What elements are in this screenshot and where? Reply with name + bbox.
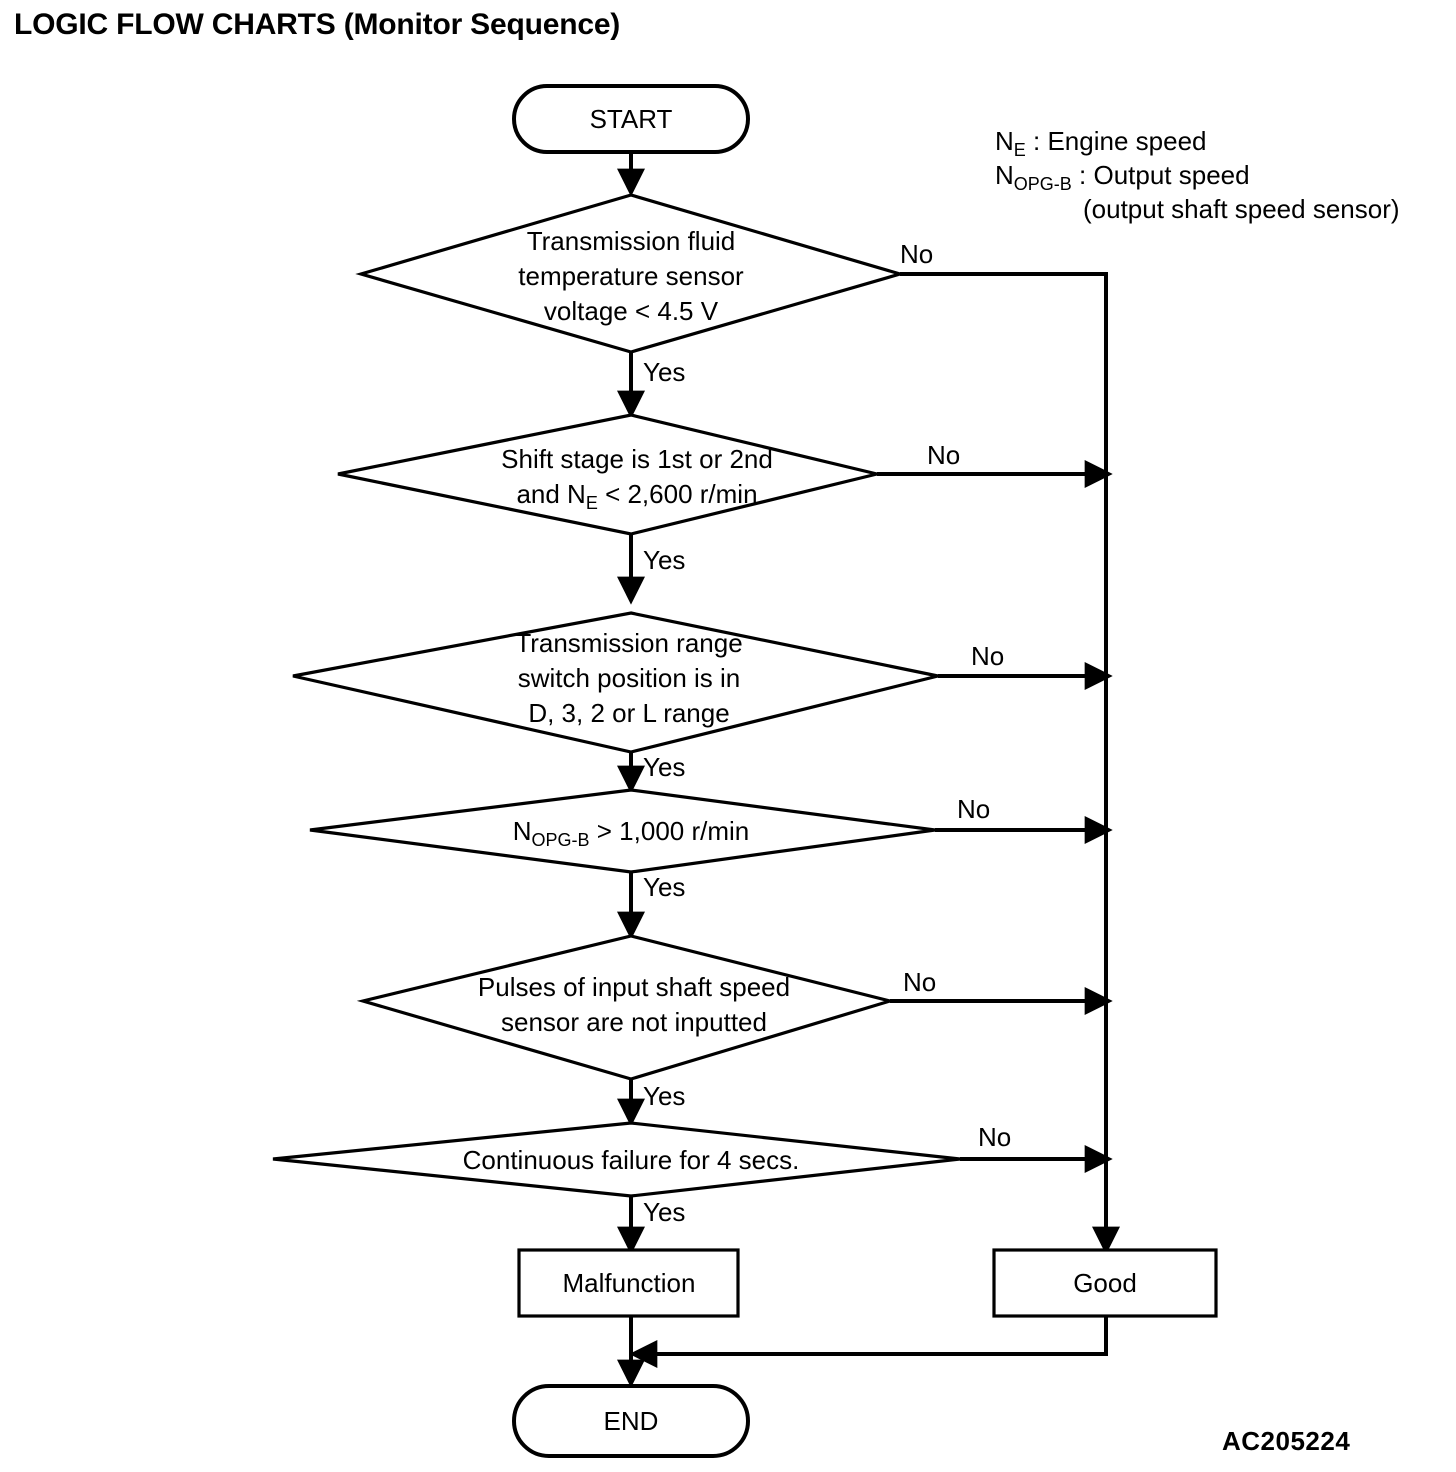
node-d5-line1: Pulses of input shaft speed (478, 972, 790, 1002)
node-d3-line3: D, 3, 2 or L range (528, 698, 729, 728)
node-malfunction-label: Malfunction (563, 1268, 696, 1298)
node-good (992, 1248, 1218, 1318)
edge-label-no-3: No (971, 641, 1004, 671)
edge-good-to-end (629, 1315, 1108, 1368)
node-good-label: Good (1073, 1268, 1137, 1298)
edge-label-no-5: No (903, 967, 936, 997)
edge-label-no-2: No (927, 440, 960, 470)
node-d6-line1: Continuous failure for 4 secs. (463, 1145, 800, 1175)
legend-line-2-text: : Output speed (1072, 160, 1250, 190)
node-d4-label: NOPG-B > 1,000 r/min (513, 816, 750, 850)
legend-line-3: (output shaft speed sensor) (1083, 194, 1400, 224)
edge-label-yes-3: Yes (643, 752, 685, 782)
page-title: LOGIC FLOW CHARTS (Monitor Sequence) (14, 8, 621, 41)
edge-label-no-4: No (957, 794, 990, 824)
node-d4-sub: OPG-B (532, 830, 590, 850)
legend-line-1-symbol: N (995, 126, 1014, 156)
edge-label-yes-6: Yes (643, 1197, 685, 1227)
edge-label-no-1: No (900, 239, 933, 269)
edge-label-yes-2: Yes (643, 545, 685, 575)
edge-label-no-6: No (978, 1122, 1011, 1152)
node-start (512, 84, 750, 154)
legend-line-1-text: : Engine speed (1026, 126, 1207, 156)
legend-line-1-sub: E (1014, 140, 1026, 160)
node-d3-line2: switch position is in (518, 663, 741, 693)
node-start-label: START (590, 104, 673, 134)
node-end-label: END (604, 1406, 659, 1436)
edge-d1-no-to-good (900, 272, 1120, 1255)
node-d5-decision (356, 934, 897, 1081)
node-d2-line2-sub: E (586, 493, 598, 513)
figure-code: AC205224 (1222, 1426, 1350, 1456)
node-d2-decision (337, 413, 878, 536)
node-d6-decision (272, 1121, 961, 1198)
edge-label-yes-4: Yes (643, 872, 685, 902)
node-d4-pre: N (513, 816, 532, 846)
node-end (512, 1384, 750, 1458)
node-d2-line2-post: < 2,600 r/min (598, 479, 758, 509)
node-d2-line1: Shift stage is 1st or 2nd (501, 444, 773, 474)
node-d1-decision (355, 193, 906, 354)
node-d1-line2: temperature sensor (518, 261, 744, 291)
node-malfunction (517, 1248, 740, 1318)
node-d3-decision (292, 611, 939, 754)
node-d1-line3: voltage < 4.5 V (544, 296, 719, 326)
node-d1-line1: Transmission fluid (527, 226, 736, 256)
legend-line-1: NE : Engine speed (995, 126, 1207, 160)
edge-label-yes-1: Yes (643, 357, 685, 387)
node-d4-decision (309, 788, 936, 874)
legend-line-2-symbol: N (995, 160, 1014, 190)
legend-line-2: NOPG-B : Output speed (995, 160, 1250, 194)
legend-line-2-sub: OPG-B (1014, 174, 1072, 194)
node-d4-post: > 1,000 r/min (590, 816, 750, 846)
edge-label-yes-5: Yes (643, 1081, 685, 1111)
node-d2-line2-pre: and N (516, 479, 585, 509)
node-d5-line2: sensor are not inputted (501, 1007, 767, 1037)
node-d2-line2: and NE < 2,600 r/min (516, 479, 757, 513)
node-d3-line1: Transmission range (515, 628, 742, 658)
